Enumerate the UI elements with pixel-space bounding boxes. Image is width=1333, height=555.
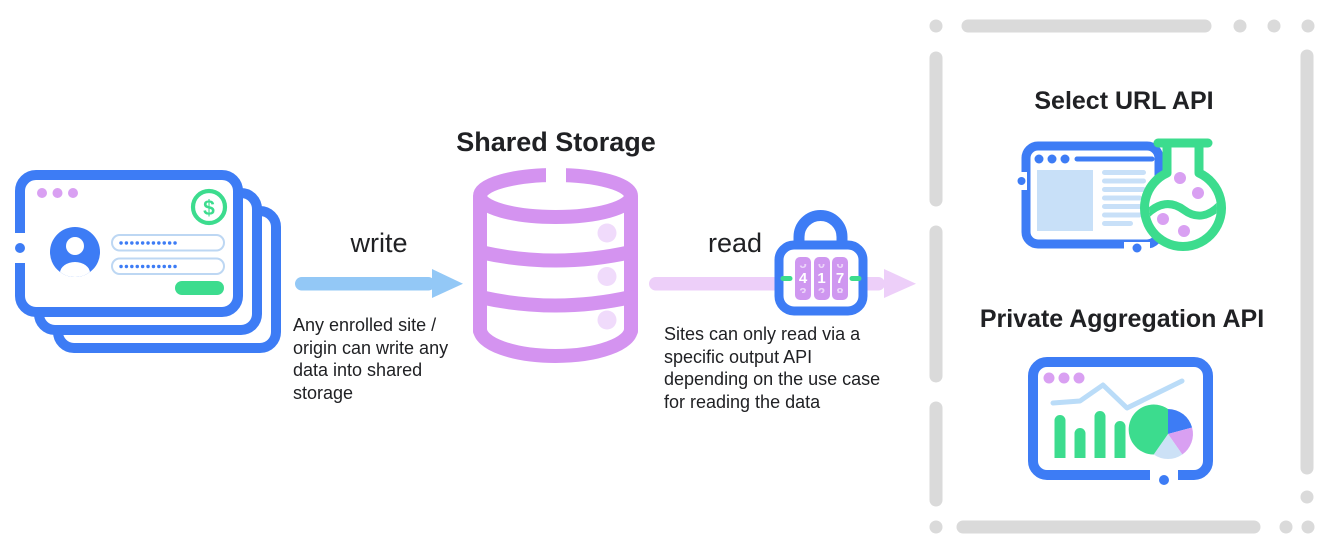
flask-bubbles	[1157, 172, 1204, 237]
read-label: read	[707, 228, 763, 258]
window-dots-icon	[1034, 154, 1070, 164]
dial-digit: 1	[817, 270, 826, 287]
dial-ghost-digit: 5	[799, 264, 806, 271]
read-description-line: Sites can only read via a	[664, 324, 861, 344]
write-description-line: data into shared	[293, 360, 423, 380]
shared-storage-title: Shared Storage	[456, 127, 656, 157]
write-description: Any enrolled site / origin can write any…	[293, 314, 448, 404]
read-description: Sites can only read via a specific outpu…	[664, 323, 880, 413]
stacked-browser-windows-icon: $	[12, 170, 281, 353]
line-chart	[1050, 378, 1185, 411]
lock-dial-1: 5 4 3	[795, 257, 811, 300]
write-label: write	[350, 228, 408, 258]
border-gap-dot-left	[1017, 177, 1026, 185]
border-gap-dot	[1159, 475, 1169, 485]
dial-ghost-digit: 8	[836, 286, 843, 293]
window-dots-icon	[37, 188, 78, 198]
dial-ghost-digit: 3	[799, 286, 806, 293]
lock-shackle	[793, 210, 848, 251]
private-aggregation-api-title: Private Aggregation API	[979, 305, 1265, 333]
flask-liquid-wave	[1149, 200, 1217, 220]
content-block	[1037, 170, 1093, 231]
write-arrow-icon	[295, 269, 463, 298]
dial-digit: 7	[835, 270, 845, 287]
lock-dial-2: 0 1 2	[813, 257, 830, 300]
user-avatar-icon	[50, 227, 100, 277]
dial-ghost-digit: 2	[818, 286, 825, 293]
bar-chart	[1054, 411, 1126, 458]
read-description-line: specific output API	[664, 346, 813, 367]
write-description-line: Any enrolled site /	[293, 315, 437, 335]
lock-dial-3: 6 7 8	[832, 257, 848, 300]
experiment-flask-icon	[1140, 138, 1226, 251]
dial-ghost-digit: 6	[836, 264, 843, 271]
border-gap-dot	[1132, 243, 1142, 253]
read-description-line: for reading the data	[664, 391, 821, 412]
dial-digit: 4	[798, 270, 808, 287]
private-aggregation-api-icon	[1028, 357, 1213, 485]
read-description-line: depending on the use case	[664, 369, 881, 389]
write-description-line: origin can write any	[293, 337, 449, 358]
window-dots-icon	[1043, 372, 1085, 384]
content-lines	[1102, 170, 1146, 226]
dollar-coin-icon: $	[190, 188, 228, 226]
cylinder-top-gap	[546, 167, 566, 183]
database-cylinder-icon	[473, 167, 638, 363]
submit-button-shape	[175, 281, 224, 295]
dial-ghost-digit: 0	[818, 264, 825, 271]
write-description-line: storage	[293, 382, 354, 403]
border-gap-dot	[15, 243, 25, 253]
cylinder-dots	[597, 223, 617, 330]
select-url-api-title: Select URL API	[1034, 87, 1214, 115]
dollar-symbol: $	[203, 197, 215, 220]
pie-chart	[1128, 404, 1193, 459]
select-url-api-icon	[1017, 138, 1226, 253]
output-apis-boundary	[929, 19, 1315, 534]
